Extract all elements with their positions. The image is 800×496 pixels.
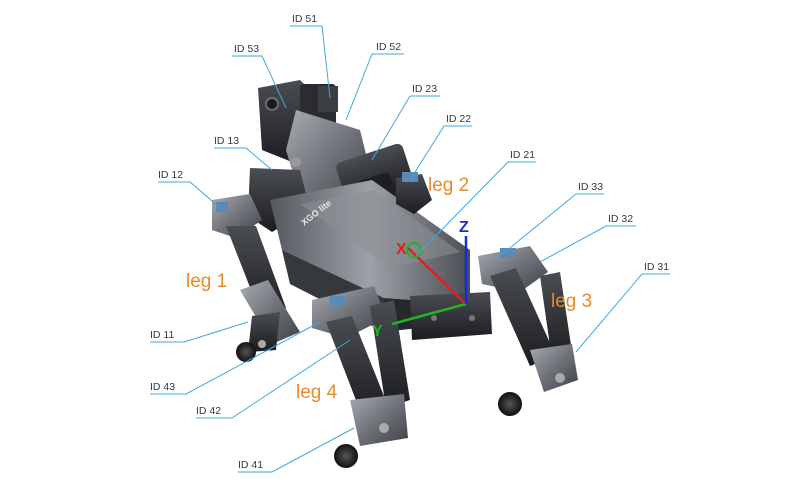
callout-id52: ID 52 [376, 41, 401, 53]
callout-id21: ID 21 [510, 149, 535, 161]
leg-1-assembly [212, 194, 300, 362]
callout-id23: ID 23 [412, 83, 437, 95]
callout-id53: ID 53 [234, 43, 259, 55]
y-axis-label: Y [372, 323, 383, 340]
origin-marker [406, 242, 422, 258]
leg-3-assembly [478, 246, 578, 416]
leg-3-label: leg 3 [551, 291, 592, 312]
callout-line-id21 [415, 161, 536, 257]
z-axis-label: Z [459, 219, 469, 236]
callout-line-id43 [150, 321, 321, 395]
y-axis-line [391, 302, 467, 326]
callout-id13: ID 13 [214, 135, 239, 147]
callout-id22: ID 22 [446, 113, 471, 125]
callout-line-id51 [290, 25, 331, 99]
callout-line-id13 [214, 147, 273, 171]
callout-line-id22 [409, 125, 472, 181]
callout-id31: ID 31 [644, 261, 669, 273]
coordinate-frame: X Y Z [372, 219, 469, 340]
callout-line-id11 [150, 321, 249, 343]
callout-id33: ID 33 [578, 181, 603, 193]
leg-4-label: leg 4 [296, 382, 338, 403]
callout-line-id31 [575, 273, 670, 353]
callout-line-id53 [232, 55, 287, 109]
callout-id43: ID 43 [150, 381, 175, 393]
callout-labels: ID 51 ID 52 ID 53 ID 23 ID 22 ID 13 ID 2… [150, 13, 669, 471]
leg-2-assembly [396, 172, 432, 214]
callout-line-id23 [371, 95, 440, 161]
callout-line-id42 [196, 339, 351, 419]
x-axis-label: X [396, 241, 407, 258]
robot-illustration: XGO lite [212, 80, 578, 468]
callout-id32: ID 32 [608, 213, 633, 225]
x-axis-line [407, 247, 467, 305]
callout-line-id32 [539, 225, 636, 263]
callout-line-id52 [345, 53, 404, 121]
callout-id12: ID 12 [158, 169, 183, 181]
leg-4-assembly [312, 286, 410, 468]
callout-id51: ID 51 [292, 13, 317, 25]
leg-2-label: leg 2 [428, 175, 469, 196]
callout-id41: ID 41 [238, 459, 263, 471]
callout-lines [150, 25, 670, 473]
callout-line-id12 [158, 181, 219, 207]
callout-id42: ID 42 [196, 405, 221, 417]
leg-1-label: leg 1 [186, 271, 227, 292]
callout-line-id41 [238, 427, 355, 473]
callout-line-id33 [499, 193, 604, 257]
callout-id11: ID 11 [150, 329, 174, 341]
